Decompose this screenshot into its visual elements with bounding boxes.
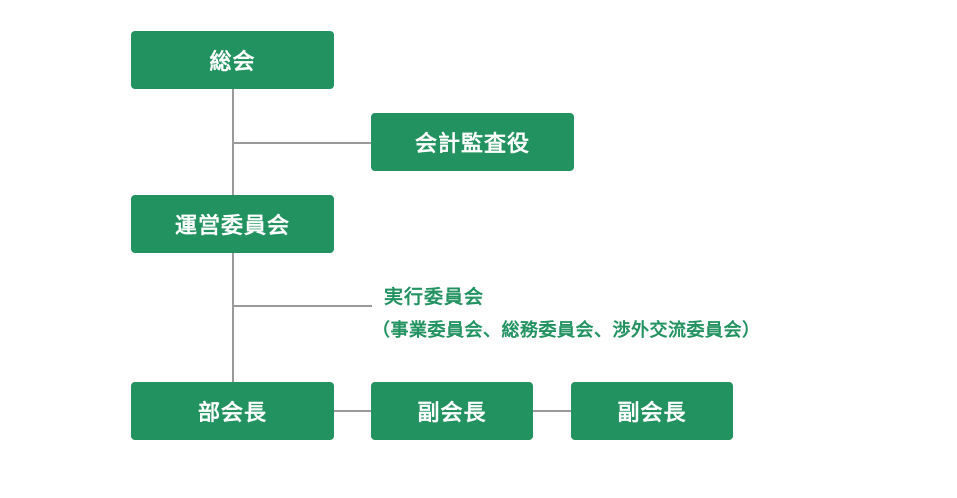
vice-director-box-2: 副会長	[571, 382, 733, 440]
executive-committee-title: 実行委員会	[384, 286, 485, 308]
connector-vice-1-to-vice-2	[532, 410, 572, 412]
auditor-box: 会計監査役	[371, 113, 574, 171]
connector-director-to-vice-1	[333, 410, 372, 412]
vice-director-box-1: 副会長	[371, 382, 533, 440]
steering-committee-box: 運営委員会	[131, 195, 334, 253]
connector-steering-to-director	[232, 253, 234, 383]
executive-committee-members: （事業委員会、総務委員会、渉外交流委員会）	[372, 320, 761, 341]
director-box: 部会長	[131, 382, 334, 440]
general-meeting-box: 総会	[131, 31, 334, 89]
connector-to-auditor	[232, 142, 372, 144]
connector-to-executive-committee	[232, 305, 372, 307]
